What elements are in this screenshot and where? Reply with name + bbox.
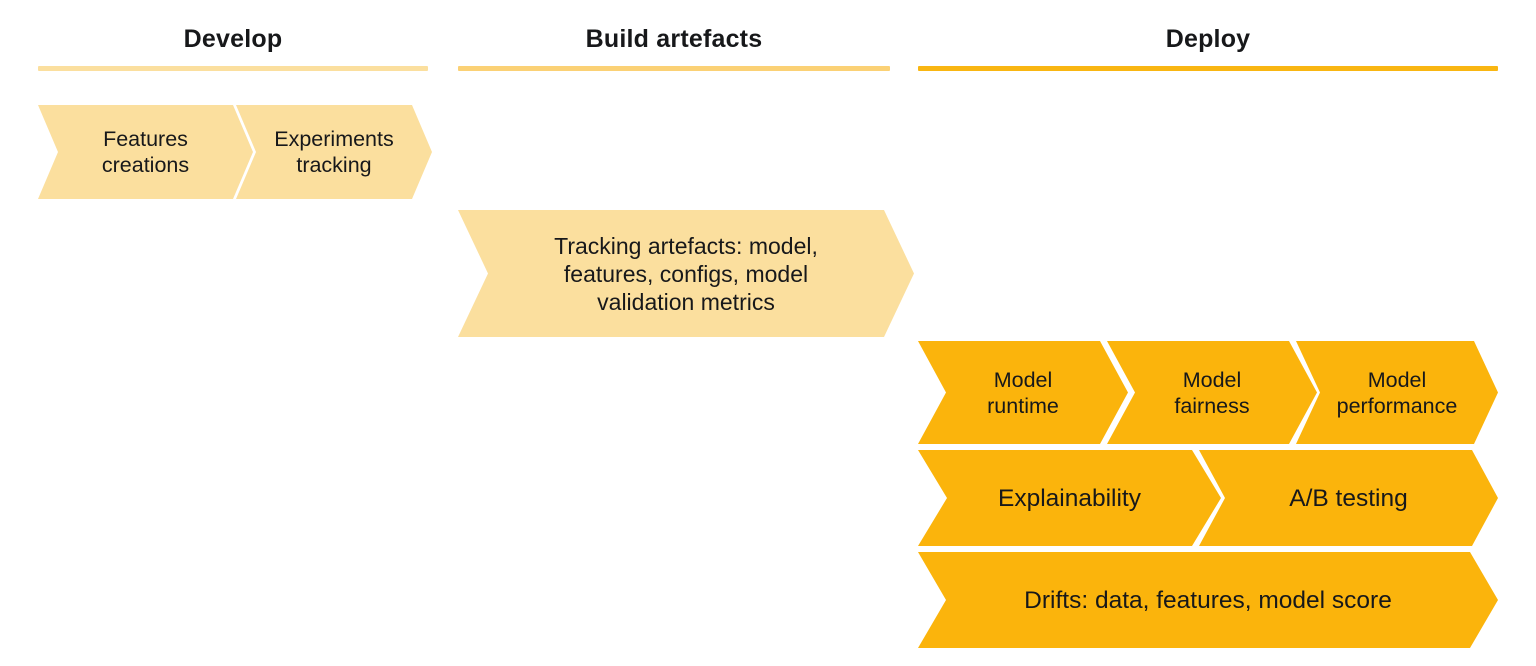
chevron-label-features-creations: Features creations: [101, 127, 190, 177]
column-title-develop: Develop: [183, 25, 283, 53]
chevron-experiments-tracking[interactable]: Experiments tracking: [236, 105, 432, 199]
chevron-label-drifts: Drifts: data, features, model score: [1024, 586, 1392, 614]
chevron-tracking-artefacts[interactable]: Tracking artefacts: model, features, con…: [458, 210, 914, 337]
chevron-explainability[interactable]: Explainability: [918, 450, 1221, 546]
chevron-label-tracking-artefacts: Tracking artefacts: model, features, con…: [554, 232, 818, 315]
chevron-label-model-performance: Model performance: [1336, 367, 1458, 418]
column-rule-build-artefacts: [458, 66, 890, 71]
chevron-label-explainability: Explainability: [998, 484, 1141, 512]
chevron-label-model-runtime: Model runtime: [987, 367, 1059, 418]
chevron-drifts[interactable]: Drifts: data, features, model score: [918, 552, 1498, 648]
chevron-ab-testing[interactable]: A/B testing: [1199, 450, 1498, 546]
chevron-model-runtime[interactable]: Model runtime: [918, 341, 1128, 444]
column-rule-develop: [38, 66, 428, 71]
chevron-features-creations[interactable]: Features creations: [38, 105, 253, 199]
column-rule-deploy: [918, 66, 1498, 71]
chevron-label-model-fairness: Model fairness: [1174, 367, 1250, 418]
chevron-label-ab-testing: A/B testing: [1289, 484, 1408, 512]
column-title-build-artefacts: Build artefacts: [585, 25, 763, 53]
chevron-model-fairness[interactable]: Model fairness: [1107, 341, 1317, 444]
chevron-label-experiments-tracking: Experiments tracking: [274, 127, 394, 177]
column-title-deploy: Deploy: [1165, 25, 1251, 53]
chevron-model-performance[interactable]: Model performance: [1296, 341, 1498, 444]
